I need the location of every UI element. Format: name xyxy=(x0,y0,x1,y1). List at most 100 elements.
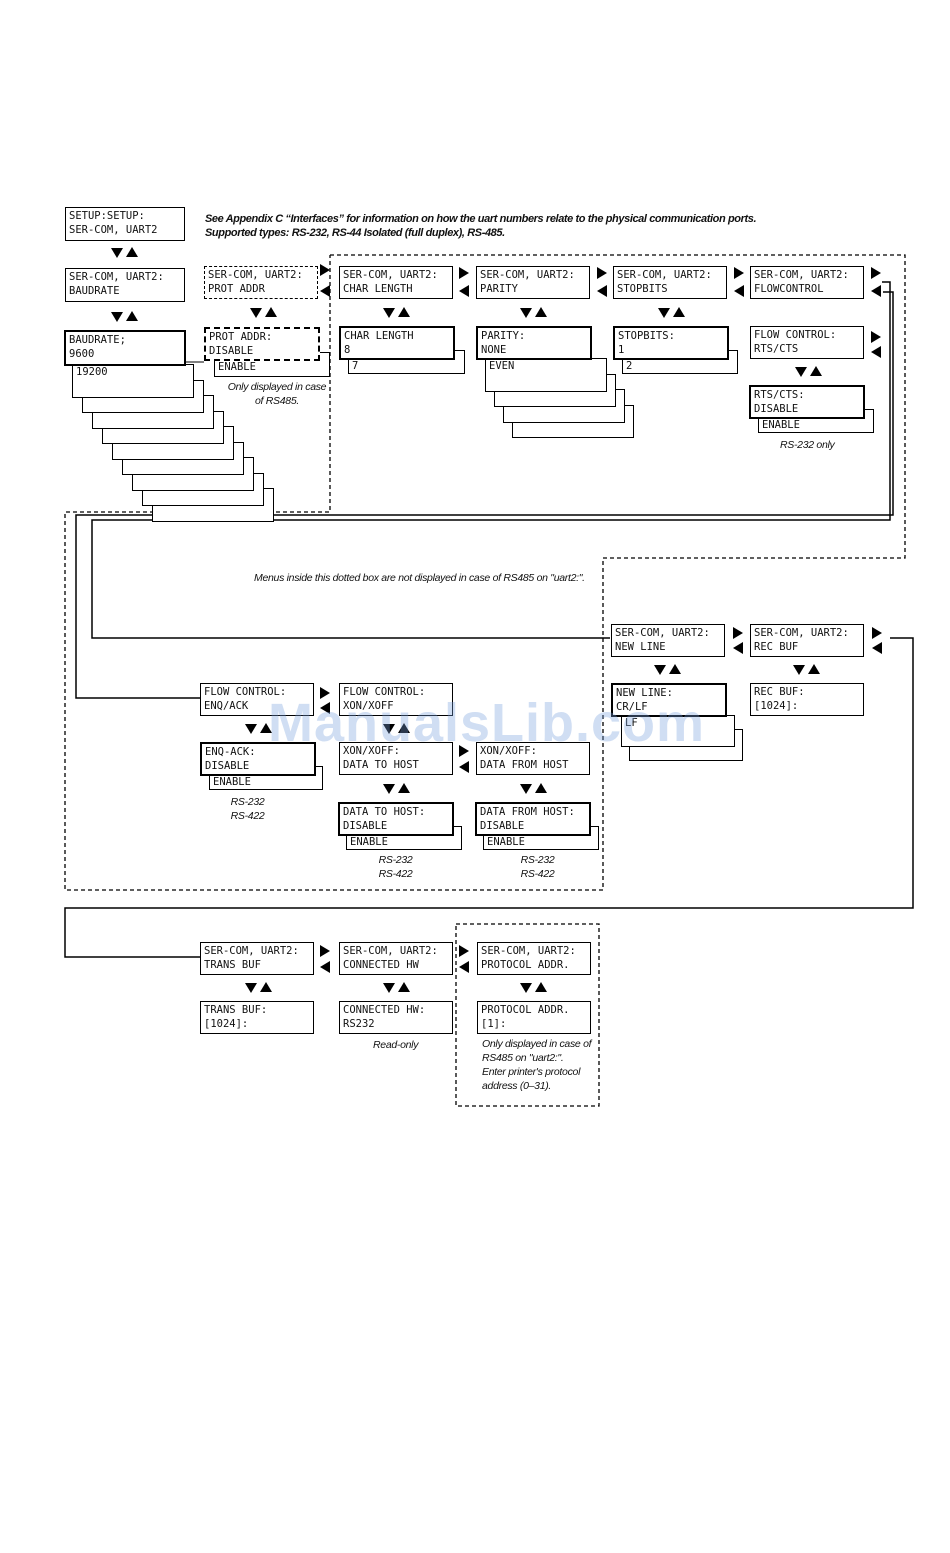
up-arrow-icon xyxy=(126,247,138,257)
down-arrow-icon xyxy=(111,312,123,322)
up-arrow-icon xyxy=(265,307,277,317)
recbuf-value-box[interactable]: REC BUF: [1024]: xyxy=(750,683,864,716)
newline-menu-box[interactable]: SER-COM, UART2: NEW LINE xyxy=(611,624,725,657)
up-arrow-icon xyxy=(398,307,410,317)
transbuf-menu-box[interactable]: SER-COM, UART2: TRANS BUF xyxy=(200,942,314,975)
stopbits-value-box[interactable]: STOPBITS: 1 xyxy=(613,326,729,360)
up-arrow-icon xyxy=(535,982,547,992)
baud-option-19200[interactable]: 19200 xyxy=(72,364,194,398)
left-arrow-icon xyxy=(320,702,330,714)
down-arrow-icon xyxy=(793,665,805,675)
up-arrow-icon xyxy=(126,311,138,321)
protoaddr-value-box[interactable]: PROTOCOL ADDR. [1]: xyxy=(477,1001,591,1034)
left-arrow-icon xyxy=(459,761,469,773)
newline-value-box[interactable]: NEW LINE: CR/LF xyxy=(611,683,727,717)
connector-flow-to-newline xyxy=(91,281,891,639)
right-arrow-icon xyxy=(459,267,469,279)
down-arrow-icon xyxy=(795,367,807,377)
right-arrow-icon xyxy=(871,331,881,343)
charlen-menu-box[interactable]: SER-COM, UART2: CHAR LENGTH xyxy=(339,266,453,299)
parity-value-box[interactable]: PARITY: NONE xyxy=(476,326,592,360)
protoaddr-dotted-region xyxy=(455,923,600,1107)
protoaddr-menu-box[interactable]: SER-COM, UART2: PROTOCOL ADDR. xyxy=(477,942,591,975)
baudrate-menu-box[interactable]: SER-COM, UART2: BAUDRATE xyxy=(65,268,185,302)
up-arrow-icon xyxy=(260,982,272,992)
note-dotted-box: Menus inside this dotted box are not dis… xyxy=(254,572,585,584)
watermark: ManualsLib.com xyxy=(268,693,706,753)
down-arrow-icon xyxy=(245,724,257,734)
note-enq-rs: RS-232 RS-422 xyxy=(230,796,265,822)
right-arrow-icon xyxy=(872,627,882,639)
right-arrow-icon xyxy=(871,267,881,279)
to-host-value-box[interactable]: DATA TO HOST: DISABLE xyxy=(338,802,454,836)
down-arrow-icon xyxy=(383,784,395,794)
up-arrow-icon xyxy=(398,982,410,992)
note-rs485-only: Only displayed in case of RS485. xyxy=(227,381,327,407)
left-arrow-icon xyxy=(871,285,881,297)
xon-to-host-box[interactable]: XON/XOFF: DATA TO HOST xyxy=(339,742,453,775)
flow-xonxoff-box[interactable]: FLOW CONTROL: XON/XOFF xyxy=(339,683,453,716)
down-arrow-icon xyxy=(383,983,395,993)
rtscts-value-box[interactable]: RTS/CTS: DISABLE xyxy=(749,385,865,419)
right-arrow-icon xyxy=(459,945,469,957)
down-arrow-icon xyxy=(245,983,257,993)
down-arrow-icon xyxy=(383,724,395,734)
newline-option-lf[interactable]: LF xyxy=(621,715,735,747)
left-arrow-icon xyxy=(320,285,330,297)
connector-recbuf-to-transbuf xyxy=(64,637,914,958)
parity-menu-box[interactable]: SER-COM, UART2: PARITY xyxy=(476,266,590,299)
down-arrow-icon xyxy=(520,784,532,794)
left-arrow-icon xyxy=(734,285,744,297)
from-host-value-box[interactable]: DATA FROM HOST: DISABLE xyxy=(475,802,591,836)
down-arrow-icon xyxy=(383,308,395,318)
left-arrow-icon xyxy=(459,285,469,297)
right-arrow-icon xyxy=(733,627,743,639)
flow-enqack-box[interactable]: FLOW CONTROL: ENQ/ACK xyxy=(200,683,314,716)
note-tohost-rs: RS-232 RS-422 xyxy=(378,854,413,880)
transbuf-value-box[interactable]: TRANS BUF: [1024]: xyxy=(200,1001,314,1034)
up-arrow-icon xyxy=(398,783,410,793)
flowcontrol-menu-box[interactable]: SER-COM, UART2: FLOWCONTROL xyxy=(750,266,864,299)
right-arrow-icon xyxy=(320,687,330,699)
up-arrow-icon xyxy=(810,366,822,376)
left-arrow-icon xyxy=(320,961,330,973)
note-protoaddr: Only displayed in case of RS485 on "uart… xyxy=(482,1038,592,1092)
header-line-2: Supported types: RS-232, RS-44 Isolated … xyxy=(205,227,505,239)
enqack-value-box[interactable]: ENQ-ACK: DISABLE xyxy=(200,742,316,776)
up-arrow-icon xyxy=(808,664,820,674)
header-line-1: See Appendix C “Interfaces” for informat… xyxy=(205,213,757,225)
right-arrow-icon xyxy=(320,264,330,276)
recbuf-menu-box[interactable]: SER-COM, UART2: REC BUF xyxy=(750,624,864,657)
up-arrow-icon xyxy=(535,783,547,793)
down-arrow-icon xyxy=(658,308,670,318)
down-arrow-icon xyxy=(520,308,532,318)
note-fromhost-rs: RS-232 RS-422 xyxy=(520,854,555,880)
right-arrow-icon xyxy=(459,745,469,757)
parity-option-even[interactable]: EVEN xyxy=(485,358,607,392)
left-arrow-icon xyxy=(872,642,882,654)
left-arrow-icon xyxy=(459,961,469,973)
up-arrow-icon xyxy=(260,723,272,733)
protaddr-menu-box[interactable]: SER-COM, UART2: PROT ADDR xyxy=(204,266,318,299)
left-arrow-icon xyxy=(871,346,881,358)
baudrate-value-box[interactable]: BAUDRATE; 9600 xyxy=(64,330,186,366)
up-arrow-icon xyxy=(535,307,547,317)
up-arrow-icon xyxy=(398,723,410,733)
flow-rtscts-box[interactable]: FLOW CONTROL: RTS/CTS xyxy=(750,326,864,359)
connector-enq-line xyxy=(75,291,894,699)
connhw-value-box: CONNECTED HW: RS232 xyxy=(339,1001,453,1034)
charlen-value-box[interactable]: CHAR LENGTH 8 xyxy=(339,326,455,360)
setup-menu-box[interactable]: SETUP:SETUP: SER-COM, UART2 xyxy=(65,207,185,241)
up-arrow-icon xyxy=(673,307,685,317)
up-arrow-icon xyxy=(669,664,681,674)
right-arrow-icon xyxy=(597,267,607,279)
stopbits-menu-box[interactable]: SER-COM, UART2: STOPBITS xyxy=(613,266,727,299)
down-arrow-icon xyxy=(654,665,666,675)
left-arrow-icon xyxy=(597,285,607,297)
left-arrow-icon xyxy=(733,642,743,654)
note-readonly: Read-only xyxy=(373,1039,419,1051)
xon-from-host-box[interactable]: XON/XOFF: DATA FROM HOST xyxy=(476,742,590,775)
connhw-menu-box[interactable]: SER-COM, UART2: CONNECTED HW xyxy=(339,942,453,975)
protaddr-value-box[interactable]: PROT ADDR: DISABLE xyxy=(204,327,320,361)
